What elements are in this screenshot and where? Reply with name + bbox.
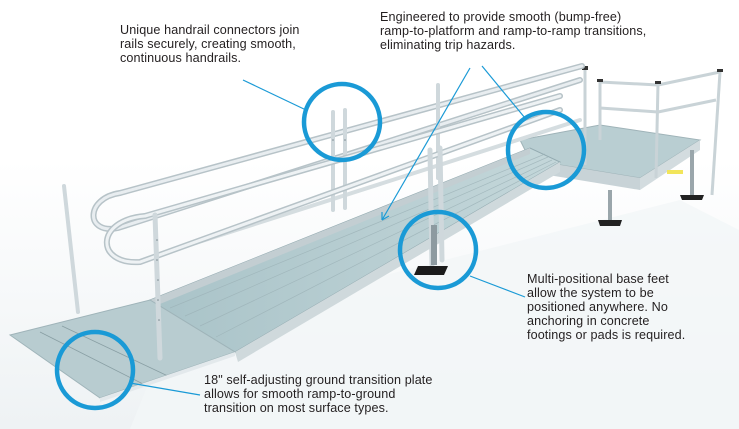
callout-line: rails securely, creating smooth, — [120, 37, 296, 51]
handrail-connector-circle — [301, 81, 383, 163]
callout-line: footings or pads is required. — [527, 328, 686, 342]
callout-transition-plate: 18" self-adjusting ground transition pla… — [204, 373, 433, 415]
platform — [519, 66, 723, 226]
callout-line: transition on most surface types. — [204, 401, 389, 415]
leader-base-foot — [469, 275, 526, 298]
callout-line: eliminating trip hazards. — [380, 38, 516, 52]
callout-line: ramp-to-platform and ramp-to-ramp transi… — [380, 24, 647, 38]
callout-line: 18" self-adjusting ground transition pla… — [204, 373, 433, 387]
near-handrail — [103, 93, 563, 361]
transition-plate — [8, 299, 237, 402]
callout-line: Engineered to provide smooth (bump-free) — [380, 10, 622, 24]
leader-lines — [129, 65, 526, 396]
base-foot — [414, 225, 448, 275]
callout-line: Unique handrail connectors join — [120, 23, 300, 37]
ramp-deck — [148, 147, 562, 362]
leader-transition-plate — [129, 382, 201, 396]
callout-line: anchoring in concrete — [527, 314, 650, 328]
callout-base-feet: Multi-positional base feet allow the sys… — [527, 272, 685, 342]
callout-handrail-connectors: Unique handrail connectors join rails se… — [120, 23, 300, 65]
leader-handrail — [242, 79, 307, 111]
callout-smooth-transitions: Engineered to provide smooth (bump-free)… — [380, 10, 646, 52]
callout-line: allow the system to be — [527, 286, 654, 300]
leader-platform — [481, 65, 526, 119]
callout-line: allows for smooth ramp-to-ground — [204, 387, 396, 401]
platform-transition-circle — [505, 109, 587, 191]
transition-plate-circle — [54, 329, 136, 411]
callout-line: positioned anywhere. No — [527, 300, 668, 314]
callout-line: continuous handrails. — [120, 51, 242, 65]
leader-ramp-deck — [381, 67, 471, 221]
callout-line: Multi-positional base feet — [527, 272, 669, 286]
arrowhead-icon — [381, 212, 390, 221]
base-foot-circle — [397, 209, 479, 291]
highlight-circles — [54, 81, 587, 411]
